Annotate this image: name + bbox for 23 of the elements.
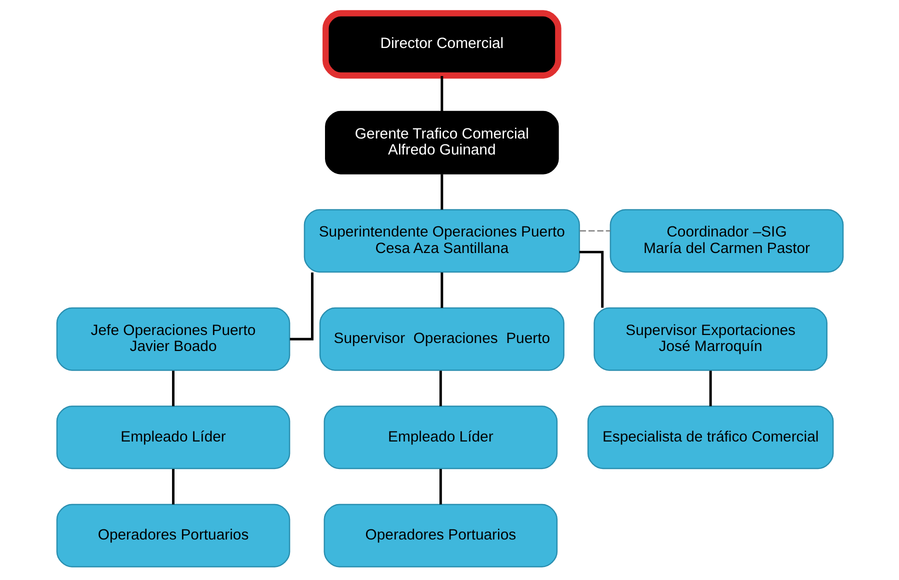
connector bbox=[172, 370, 174, 406]
connector bbox=[440, 76, 443, 112]
node-box: Supervisor Operaciones Puerto bbox=[318, 307, 564, 371]
node-box: Empleado Líder bbox=[323, 406, 558, 470]
node-box: Empleado Líder bbox=[56, 406, 290, 470]
connector bbox=[578, 250, 604, 308]
node-box: Especialista de tráfico Comercial bbox=[586, 406, 834, 470]
node-box: Coordinador –SIG María del Carmen Pastor bbox=[609, 209, 844, 273]
connector bbox=[438, 370, 442, 406]
connector bbox=[440, 272, 443, 308]
connector bbox=[579, 230, 610, 232]
connector bbox=[172, 469, 174, 504]
node-box: Supervisor Exportaciones José Marroquín bbox=[593, 307, 827, 371]
node-box: Gerente Trafico Comercial Alfredo Guinand bbox=[324, 110, 558, 174]
node-box: Operadores Portuarios bbox=[56, 504, 290, 568]
connector bbox=[440, 174, 443, 210]
node-box: Jefe Operaciones Puerto Javier Boado bbox=[56, 307, 290, 371]
connector bbox=[289, 272, 313, 340]
node-box: Superintendente Operaciones Puerto Cesa Aza Santillana bbox=[303, 209, 580, 273]
node-box: Director Comercial bbox=[322, 10, 561, 79]
node-box: Operadores Portuarios bbox=[323, 504, 558, 568]
connector bbox=[438, 469, 442, 504]
connector bbox=[708, 370, 712, 406]
